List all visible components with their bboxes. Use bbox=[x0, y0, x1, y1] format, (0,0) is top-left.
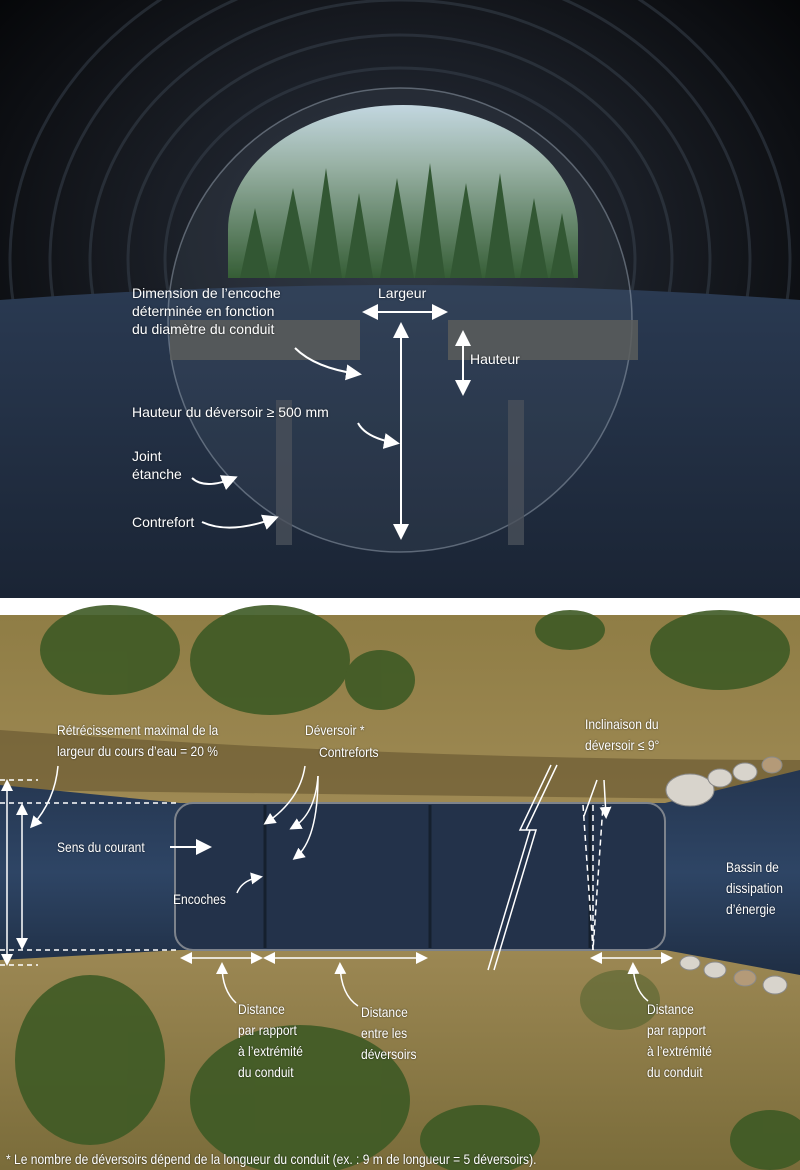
basin-label: Bassin de dissipation d’énergie bbox=[726, 857, 783, 920]
label-line: déversoir ≤ 9° bbox=[585, 737, 660, 753]
label-line: à l’extrémité bbox=[647, 1043, 712, 1059]
height-label: Hauteur bbox=[470, 351, 520, 367]
label-line: dissipation bbox=[726, 880, 783, 896]
buttress-label: Contrefort bbox=[132, 514, 195, 530]
label-line: Distance bbox=[647, 1001, 694, 1017]
culvert-top-view bbox=[0, 605, 800, 1170]
label-line: du diamètre du conduit bbox=[132, 321, 275, 337]
label-line: Joint bbox=[132, 448, 162, 464]
flow-direction-label: Sens du courant bbox=[57, 839, 145, 855]
notches-label: Encoches bbox=[173, 891, 226, 907]
label-line: Rétrécissement maximal de la bbox=[57, 722, 219, 738]
seal-label: Joint étanche bbox=[132, 447, 182, 483]
label-line: Distance bbox=[238, 1001, 285, 1017]
label-line: par rapport bbox=[647, 1022, 706, 1038]
weir-label: Déversoir * bbox=[305, 722, 365, 738]
label-line: Dimension de l’encoche bbox=[132, 285, 281, 301]
label-line: du conduit bbox=[647, 1064, 703, 1080]
distance-end-right-label: Distance par rapport à l’extrémité du co… bbox=[647, 999, 712, 1083]
buttresses-label: Contreforts bbox=[319, 744, 379, 760]
label-line: Distance bbox=[361, 1004, 408, 1020]
label-line: à l’extrémité bbox=[238, 1043, 303, 1059]
label-line: par rapport bbox=[238, 1022, 297, 1038]
label-line: déterminée en fonction bbox=[132, 303, 275, 319]
weir-height-label: Hauteur du déversoir ≥ 500 mm bbox=[132, 404, 329, 420]
label-line: déversoirs bbox=[361, 1046, 417, 1062]
label-line: du conduit bbox=[238, 1064, 294, 1080]
culvert-front-view bbox=[0, 0, 800, 598]
distance-end-left-label: Distance par rapport à l’extrémité du co… bbox=[238, 999, 303, 1083]
label-line: largeur du cours d’eau = 20 % bbox=[57, 743, 218, 759]
label-line: d’énergie bbox=[726, 901, 776, 917]
incline-label: Inclinaison du déversoir ≤ 9° bbox=[585, 714, 659, 756]
label-line: Inclinaison du bbox=[585, 716, 659, 732]
max-narrowing-label: Rétrécissement maximal de la largeur du … bbox=[57, 720, 218, 762]
label-line: entre les bbox=[361, 1025, 408, 1041]
width-label: Largeur bbox=[378, 285, 427, 301]
distance-between-label: Distance entre les déversoirs bbox=[361, 1002, 417, 1065]
label-line: Bassin de bbox=[726, 859, 779, 875]
notch-dimension-label: Dimension de l’encoche déterminée en fon… bbox=[132, 284, 281, 338]
label-line: étanche bbox=[132, 466, 182, 482]
footnote: * Le nombre de déversoirs dépend de la l… bbox=[6, 1151, 537, 1167]
